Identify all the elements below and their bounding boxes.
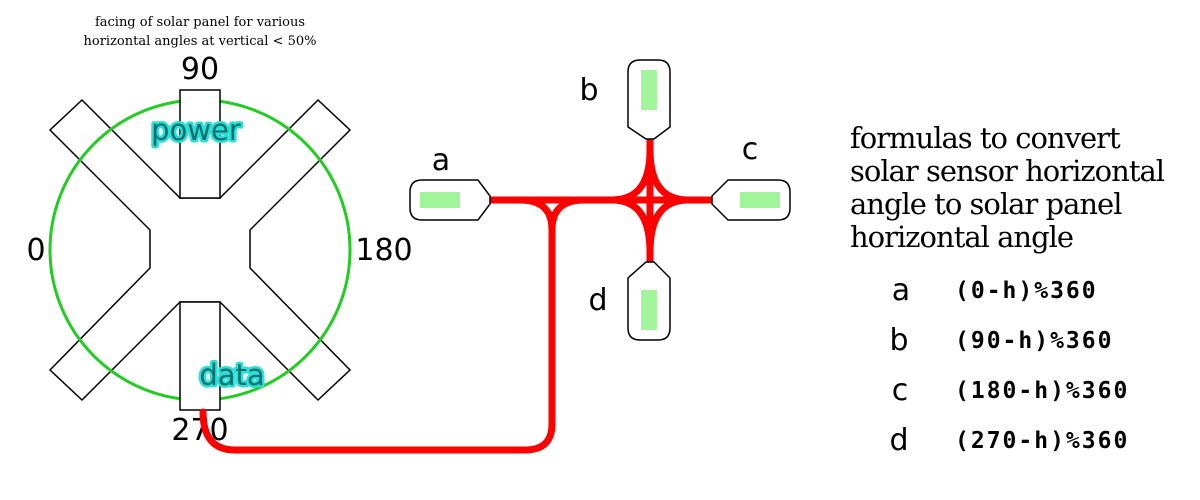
sensor-b: b (579, 59, 671, 140)
diagram-title: facing of solar panel for various horizo… (84, 15, 317, 49)
formula-expr-c: (180-h)%360 (955, 378, 1129, 404)
data-label: data (199, 358, 264, 392)
title-line-1: facing of solar panel for various (95, 15, 305, 30)
tee-left-curve (516, 196, 556, 234)
sensor-b-pad (641, 70, 657, 110)
title-line-2: horizontal angles at vertical < 50% (84, 34, 317, 49)
data-cable (199, 211, 556, 454)
cross-curve-tl (608, 146, 654, 204)
sensor-c-pad (740, 192, 780, 208)
cross-curve-bl (608, 196, 654, 256)
sensor-d-pad (641, 290, 657, 330)
cross-curve-br (646, 196, 692, 256)
panel-frame (48, 98, 352, 402)
formula-key-d: d (889, 423, 908, 458)
sensor-d: d (588, 261, 671, 341)
sensor-c-label: c (742, 132, 759, 167)
tee-right-curve (548, 196, 588, 234)
wiring (199, 136, 714, 454)
formulas-heading-line-3: angle to solar panel (850, 187, 1122, 221)
data-connector-box (179, 301, 221, 411)
formulas-block: formulas to convert solar sensor horizon… (850, 121, 1166, 458)
formula-expr-d: (270-h)%360 (955, 428, 1129, 454)
formula-key-c: c (892, 373, 909, 408)
angle-label-top: 90 (181, 52, 219, 87)
angle-label-right: 180 (355, 233, 412, 268)
sensor-a-label: a (432, 143, 450, 178)
sensor-a-pad (420, 192, 460, 208)
formulas-heading-line-1: formulas to convert (850, 121, 1121, 155)
formula-key-a: a (892, 273, 910, 308)
panel-frame-outline (48, 98, 352, 402)
formula-expr-a: (0-h)%360 (955, 278, 1098, 304)
angle-label-left: 0 (26, 233, 45, 268)
formulas-heading-line-2: solar sensor horizontal (850, 154, 1165, 188)
power-label: power (151, 113, 241, 147)
formula-expr-b: (90-h)%360 (955, 328, 1113, 354)
sensor-b-label: b (579, 73, 598, 108)
sensor-d-label: d (588, 283, 607, 318)
formula-key-b: b (889, 323, 908, 358)
sensor-c: c (711, 132, 791, 221)
sensor-a: a (409, 143, 491, 221)
formulas-heading-line-4: horizontal angle (850, 220, 1073, 254)
power-connector-box (179, 89, 221, 199)
cross-curve-tr (646, 146, 692, 204)
